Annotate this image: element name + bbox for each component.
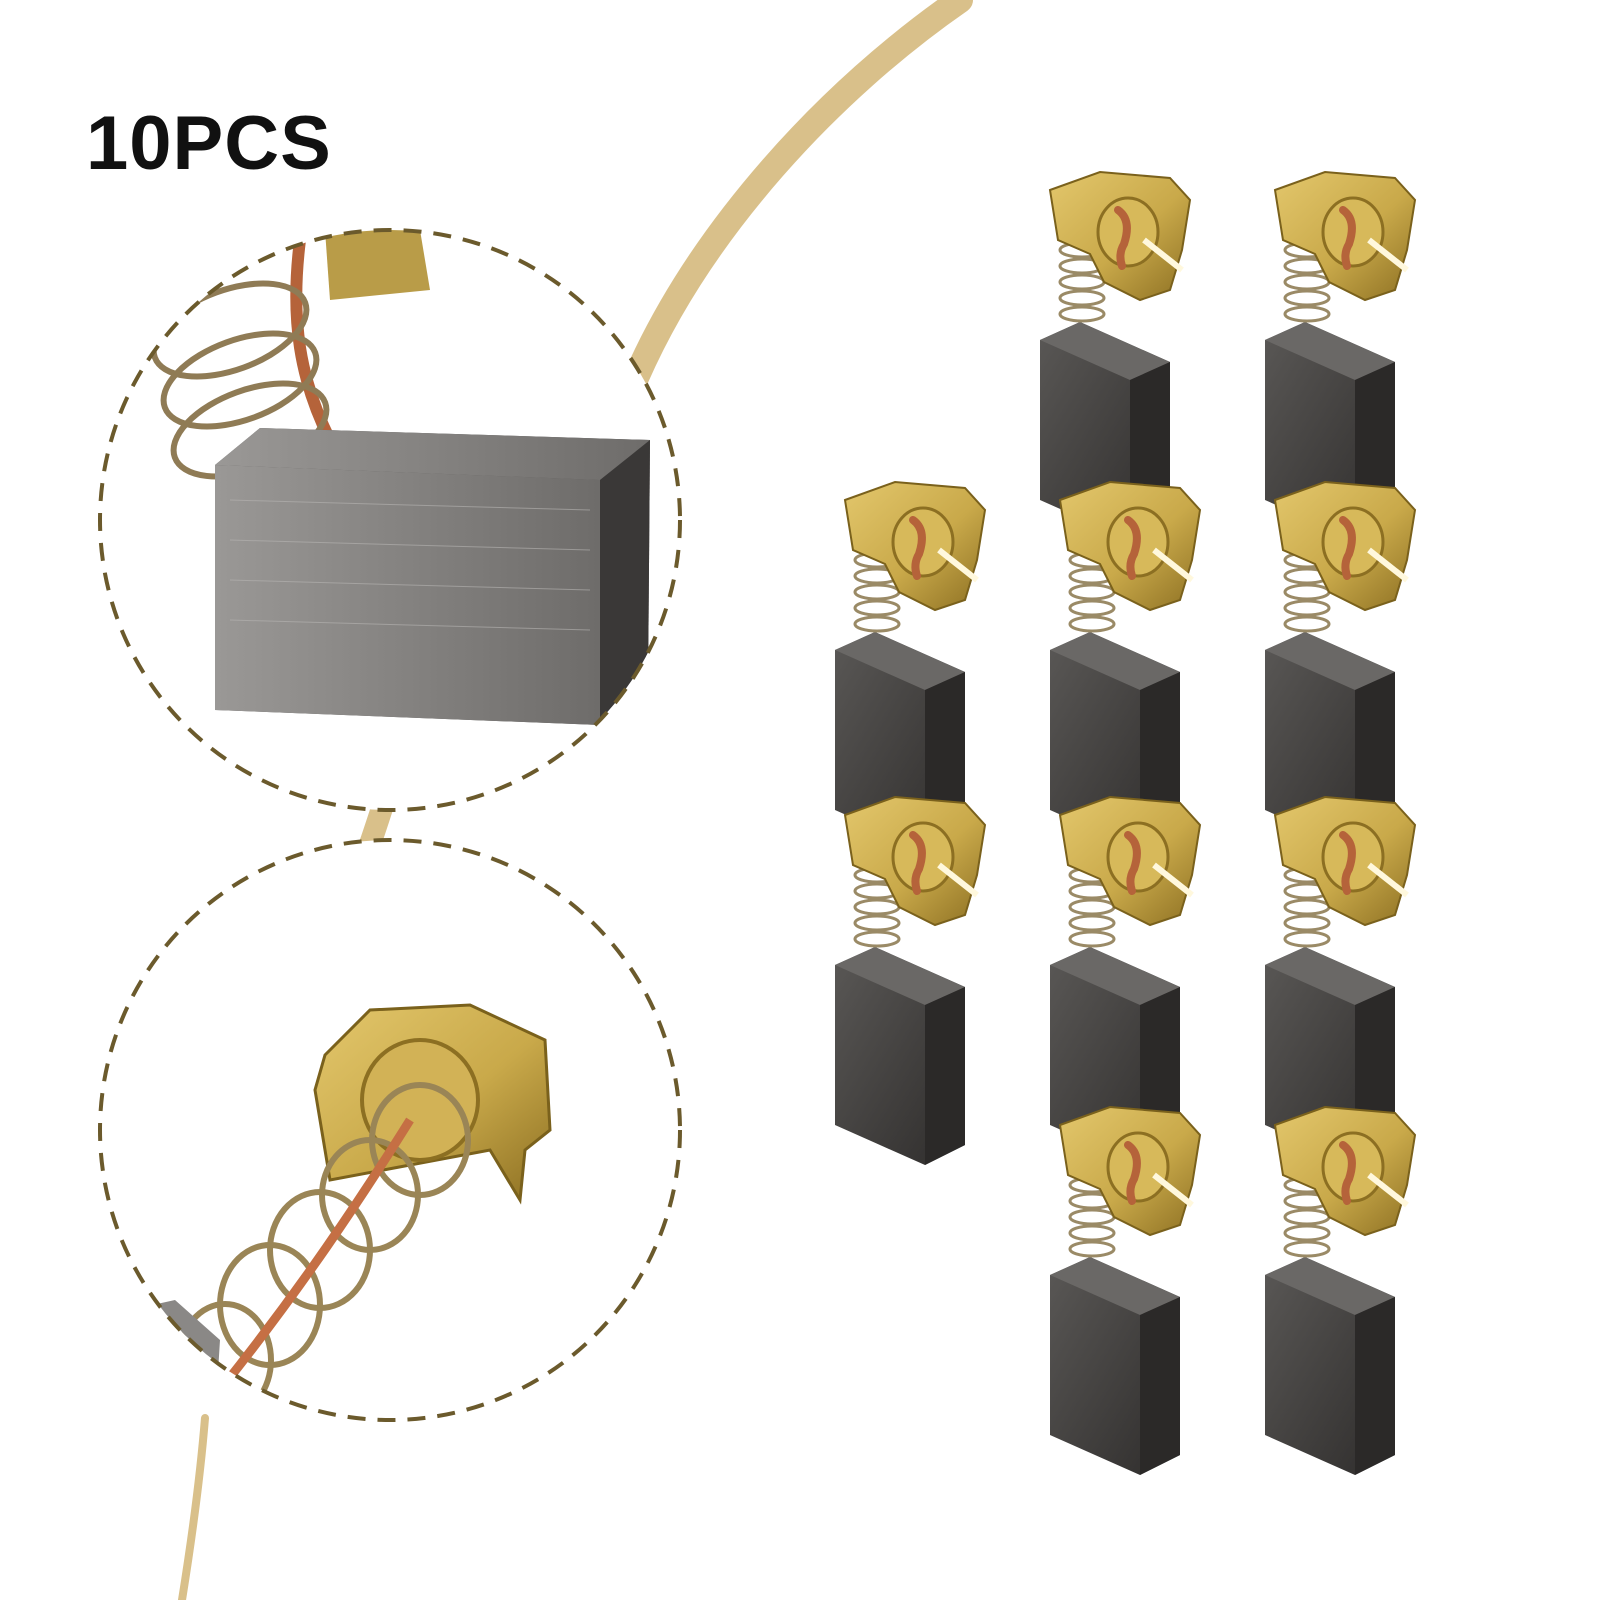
carbon-brush-icon <box>835 797 985 1165</box>
quantity-label: 10PCS <box>86 101 332 186</box>
brush-grid <box>835 172 1415 1475</box>
carbon-brush-icon <box>1050 1107 1200 1475</box>
detail-closeup-spring-cap <box>98 838 682 1422</box>
carbon-brush-icon <box>1265 482 1415 850</box>
carbon-brush-icon <box>835 482 985 850</box>
carbon-brush-icon <box>1265 1107 1415 1475</box>
detail-closeup-carbon-block <box>98 228 682 812</box>
carbon-brush-icon <box>1050 482 1200 850</box>
